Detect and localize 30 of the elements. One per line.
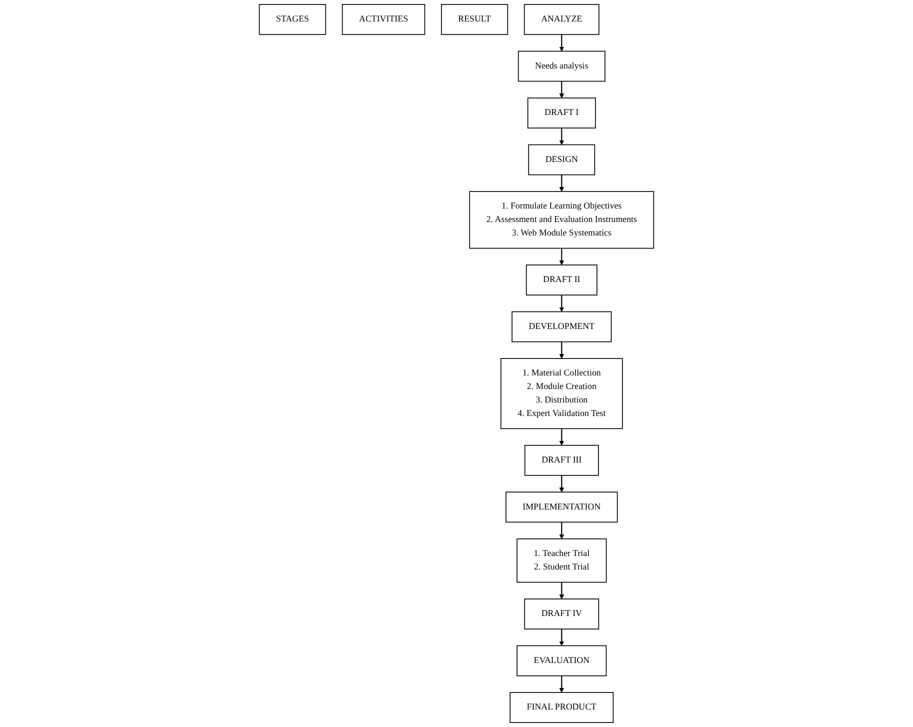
node-box: DEVELOPMENT: [512, 311, 612, 342]
arrow: [559, 582, 564, 600]
node-box: DRAFT IV: [524, 598, 600, 630]
node-box: DRAFT III: [524, 444, 599, 476]
node-box: FINAL PRODUCT: [510, 692, 614, 723]
arrow: [559, 676, 564, 693]
arrow: [559, 81, 564, 98]
node-box: 1. Formulate Learning Objectives 2. Assessment and Evaluation Instruments 3. Web Module Systematics: [469, 191, 654, 249]
arrow: [559, 248, 564, 266]
arrow: [559, 174, 564, 192]
node-box: IMPLEMENTATION: [506, 492, 618, 523]
node-box: DESIGN: [528, 144, 596, 176]
node-box: Needs analysis: [518, 50, 606, 82]
node-box: 1. Material Collection 2. Module Creation 3. Distribution 4. Expert Validation Test: [500, 358, 623, 430]
node-box: ANALYZE: [524, 4, 600, 35]
arrow: [559, 522, 564, 540]
node-box: STAGES: [258, 4, 326, 35]
arrow: [559, 342, 564, 359]
node-box: DRAFT I: [527, 98, 596, 128]
arrow: [559, 295, 564, 312]
arrow: [559, 128, 564, 145]
arrow: [559, 34, 564, 52]
arrow: [559, 428, 564, 446]
arrow: [559, 629, 564, 646]
node-box: ACTIVITIES: [342, 4, 426, 35]
node-box: RESULT: [441, 4, 508, 35]
node-box: 1. Teacher Trial 2. Student Trial: [516, 538, 607, 583]
node-box: DRAFT II: [526, 264, 598, 296]
node-box: EVALUATION: [516, 645, 607, 676]
arrow: [559, 475, 564, 492]
